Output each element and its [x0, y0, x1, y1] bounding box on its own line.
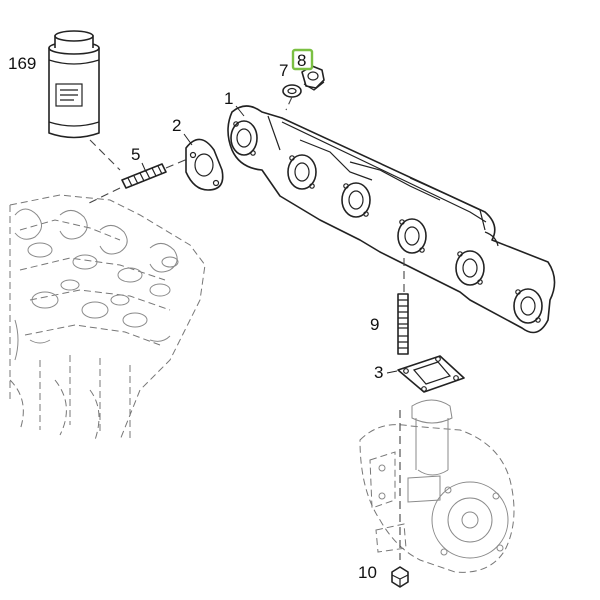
part-7-washer — [282, 84, 302, 111]
part-2-gasket — [185, 138, 224, 191]
part-9-stud — [397, 258, 409, 355]
turbocharger-ghost — [359, 399, 515, 573]
callout-3: 3 — [374, 363, 383, 382]
callout-8: 8 — [297, 51, 306, 70]
callout-7: 7 — [279, 61, 288, 80]
part-10-nut — [391, 566, 409, 588]
leader-3 — [386, 370, 398, 374]
part-3-gasket — [397, 355, 465, 393]
part-169-sealant-can — [48, 30, 121, 171]
leader-1 — [235, 105, 245, 117]
callout-8-highlight-box — [291, 48, 314, 71]
callout-10: 10 — [358, 563, 377, 582]
leader-2 — [183, 133, 193, 146]
leader-5 — [141, 162, 147, 173]
callout-169: 169 — [8, 54, 36, 73]
engine-block-ghost — [9, 194, 206, 441]
part-5-stud — [84, 157, 191, 206]
callout-2: 2 — [172, 116, 181, 135]
part-1-exhaust-manifold — [227, 105, 556, 334]
callout-1: 1 — [224, 89, 233, 108]
callout-9: 9 — [370, 315, 379, 334]
callout-5: 5 — [131, 145, 140, 164]
